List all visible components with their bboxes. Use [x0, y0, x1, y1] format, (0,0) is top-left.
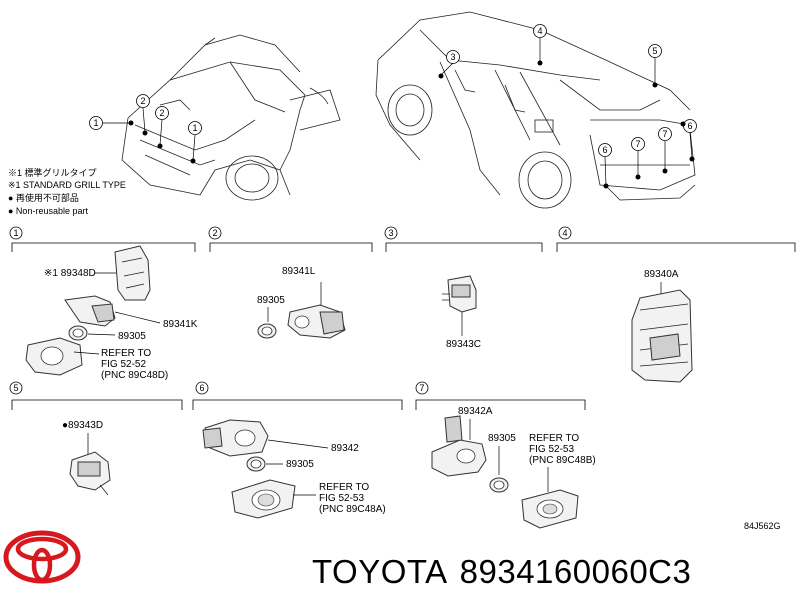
legend-reuse-jp: ● 再使用不可部品 — [8, 192, 79, 203]
svg-text:REFER TO: REFER TO — [101, 348, 151, 359]
svg-text:(PNC 89C48A): (PNC 89C48A) — [319, 504, 386, 515]
callout-1-label: 1 — [93, 118, 98, 128]
svg-text:89341L: 89341L — [282, 266, 316, 277]
svg-text:4: 4 — [537, 26, 542, 36]
section-1-marker — [9, 226, 23, 240]
svg-text:89305: 89305 — [118, 331, 146, 342]
svg-text:6: 6 — [687, 121, 692, 131]
svg-text:7: 7 — [635, 139, 640, 149]
svg-text:3: 3 — [388, 228, 393, 238]
svg-text:89343C: 89343C — [446, 339, 481, 350]
section-4-parts: 89340A — [631, 269, 693, 383]
section-5-marker — [9, 381, 23, 395]
svg-text:3: 3 — [450, 52, 455, 62]
svg-text:FIG 52-53: FIG 52-53 — [319, 493, 364, 504]
svg-text:89305: 89305 — [488, 433, 516, 444]
callout-2-front-a — [136, 94, 150, 108]
svg-text:REFER TO: REFER TO — [529, 433, 579, 444]
svg-text:1: 1 — [192, 123, 197, 133]
section-1-parts: ※1 89348D 89341K 89305 REFER TO FIG 52-5… — [25, 245, 198, 381]
section-2-marker — [208, 226, 222, 240]
section-7-parts: 89342A 89305 REFER TO FIG 52-53 (PNC 89C… — [431, 406, 596, 529]
svg-text:FIG 52-52: FIG 52-52 — [101, 359, 146, 370]
sensor-dot — [128, 120, 134, 126]
footer-part-title: TOYOTA 8934160060C3 — [312, 548, 796, 596]
svg-text:89340A: 89340A — [644, 269, 679, 280]
svg-text:2: 2 — [212, 228, 217, 238]
svg-text:●89343D: ●89343D — [62, 420, 103, 431]
figure-code: 84J562G — [744, 521, 781, 531]
svg-text:89305: 89305 — [286, 459, 314, 470]
svg-text:(PNC 89C48D): (PNC 89C48D) — [101, 370, 168, 381]
callout-2-front-b — [155, 106, 169, 120]
svg-text:7: 7 — [419, 383, 424, 393]
svg-text:6: 6 — [602, 145, 607, 155]
legend-reuse-en: ● Non-reusable part — [8, 206, 88, 216]
svg-text:7: 7 — [662, 129, 667, 139]
section-5-parts: ●89343D — [62, 420, 111, 496]
rear-callouts: 3 4 5 6 7 7 6 — [438, 24, 697, 189]
svg-text:(PNC 89C48B): (PNC 89C48B) — [529, 455, 596, 466]
section-4-marker — [558, 226, 572, 240]
svg-text:2: 2 — [140, 96, 145, 106]
svg-text:6: 6 — [199, 383, 204, 393]
toyota-logo-icon — [3, 530, 81, 584]
section-6-parts: 89342 89305 REFER TO FIG 52-53 (PNC 89C4… — [202, 419, 386, 519]
section-7-marker — [415, 381, 429, 395]
svg-text:89342A: 89342A — [458, 406, 493, 417]
svg-text:5: 5 — [13, 383, 18, 393]
brand-name: TOYOTA — [312, 553, 448, 590]
legend: ※1 標準グリルタイプ ※1 STANDARD GRILL TYPE ● 再使用… — [8, 167, 126, 216]
bracket-89348d — [114, 245, 151, 301]
front-callouts: 1 2 2 1 — [89, 94, 202, 164]
callout-1-front-b — [188, 121, 202, 135]
section-2-parts: 89341L 89305 — [257, 266, 346, 339]
legend-note-en: ※1 STANDARD GRILL TYPE — [8, 180, 126, 190]
part-number: 8934160060C3 — [459, 553, 692, 590]
section-6-marker — [195, 381, 209, 395]
rear-car-illustration — [375, 11, 696, 209]
section-headers: 1 2 3 4 5 6 7 — [9, 226, 796, 410]
svg-text:※1 89348D: ※1 89348D — [44, 268, 96, 279]
svg-text:89341K: 89341K — [163, 319, 198, 330]
section-3-marker — [384, 226, 398, 240]
svg-text:FIG 52-53: FIG 52-53 — [529, 444, 574, 455]
svg-text:89342: 89342 — [331, 443, 359, 454]
front-car-illustration — [121, 34, 341, 201]
svg-text:4: 4 — [562, 228, 567, 238]
svg-text:1: 1 — [13, 228, 18, 238]
svg-text:89305: 89305 — [257, 295, 285, 306]
section-3-parts: 89343C — [442, 275, 481, 350]
svg-text:REFER TO: REFER TO — [319, 482, 369, 493]
svg-text:2: 2 — [159, 108, 164, 118]
callout-1-front-a — [89, 116, 103, 130]
legend-note-jp: ※1 標準グリルタイプ — [8, 167, 97, 178]
svg-text:5: 5 — [652, 46, 657, 56]
